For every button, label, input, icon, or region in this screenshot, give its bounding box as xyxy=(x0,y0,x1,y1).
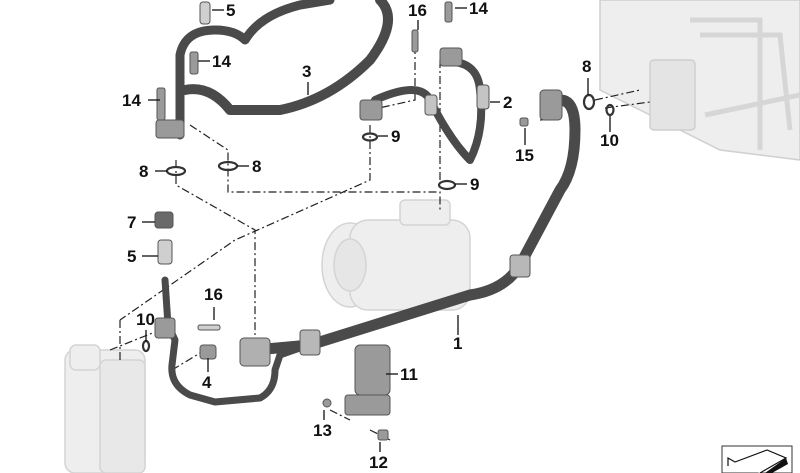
callout-3[interactable]: 3 xyxy=(302,62,312,81)
callout-4[interactable]: 4 xyxy=(202,373,212,392)
callout-8[interactable]: 8 xyxy=(582,57,592,76)
fittings xyxy=(154,1,563,441)
callout-5[interactable]: 5 xyxy=(127,247,137,266)
callout-10[interactable]: 10 xyxy=(600,131,619,150)
callout-5[interactable]: 5 xyxy=(226,1,236,20)
callout-2[interactable]: 2 xyxy=(503,93,513,112)
callout-16[interactable]: 16 xyxy=(408,1,427,20)
callout-14[interactable]: 14 xyxy=(469,0,488,18)
callout-7[interactable]: 7 xyxy=(127,213,137,232)
callout-13[interactable]: 13 xyxy=(313,421,332,440)
part-reference-icon xyxy=(721,445,793,473)
label-leaders xyxy=(142,7,611,452)
evaporator-ghost xyxy=(599,0,800,161)
callout-9[interactable]: 9 xyxy=(470,175,480,194)
compressor-ghost xyxy=(321,199,471,311)
callout-14[interactable]: 14 xyxy=(212,52,231,71)
callout-10[interactable]: 10 xyxy=(136,310,155,329)
callout-11[interactable]: 11 xyxy=(400,365,418,384)
callout-16[interactable]: 16 xyxy=(204,285,223,304)
dryer-ghost xyxy=(64,344,146,473)
callout-15[interactable]: 15 xyxy=(515,146,534,165)
callout-14[interactable]: 14 xyxy=(122,91,141,110)
callout-8[interactable]: 8 xyxy=(139,162,149,181)
callout-12[interactable]: 12 xyxy=(369,453,388,472)
o-rings xyxy=(141,93,615,353)
callout-9[interactable]: 9 xyxy=(391,127,401,146)
callout-1[interactable]: 1 xyxy=(453,334,463,353)
hose-lines xyxy=(161,0,581,406)
callout-8[interactable]: 8 xyxy=(252,157,262,176)
